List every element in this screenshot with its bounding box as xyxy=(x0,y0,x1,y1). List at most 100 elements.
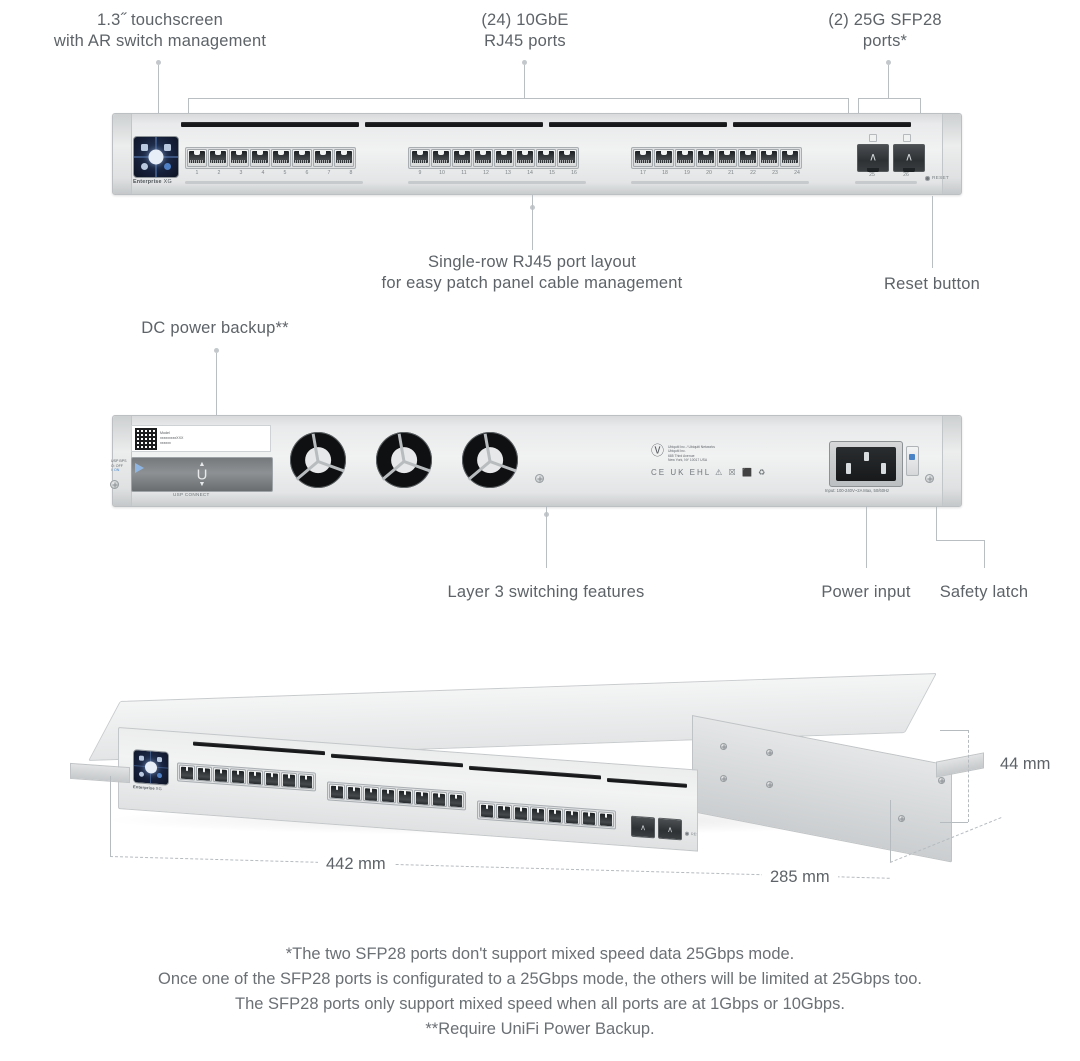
rj45-port[interactable] xyxy=(229,149,249,167)
sfp28-port[interactable]: ∧ xyxy=(857,144,889,172)
rj45-port[interactable] xyxy=(494,149,514,167)
rj45-port[interactable] xyxy=(196,765,212,782)
rj45-port[interactable] xyxy=(759,149,779,167)
rj45-port[interactable] xyxy=(557,149,577,167)
iso-rj45-port-group-1[interactable] xyxy=(177,762,316,792)
leader-bracket-rj45-top xyxy=(188,98,848,99)
rj45-port[interactable] xyxy=(738,149,758,167)
rj45-port[interactable] xyxy=(208,149,228,167)
rj45-port[interactable] xyxy=(397,788,413,805)
screen-icon-stats[interactable] xyxy=(164,144,171,151)
footnote-line: *The two SFP28 ports don't support mixed… xyxy=(285,945,795,963)
callout-layer3-switching: Layer 3 switching features xyxy=(447,583,645,601)
sfp28-led xyxy=(869,134,877,142)
rj45-port[interactable] xyxy=(581,810,597,827)
screen-icon-info[interactable] xyxy=(141,163,148,170)
rj45-port[interactable] xyxy=(247,769,263,786)
rj45-port[interactable] xyxy=(363,785,379,803)
rj45-port[interactable] xyxy=(564,808,580,825)
rj45-port[interactable] xyxy=(473,149,493,167)
rj45-port[interactable] xyxy=(536,149,556,167)
reset-button[interactable]: RESET xyxy=(925,176,949,181)
sfp28-port[interactable]: ∧ xyxy=(658,817,682,841)
rj45-port[interactable] xyxy=(479,802,495,819)
rj45-port[interactable] xyxy=(717,149,737,167)
leader-dot-sfp28 xyxy=(886,60,891,65)
rj45-port[interactable] xyxy=(230,768,246,785)
iso-rj45-port-group-2[interactable] xyxy=(327,781,466,811)
iso-brand-name: Enterprise xyxy=(133,784,155,791)
cooling-fan xyxy=(462,432,518,488)
screen-icon-display[interactable] xyxy=(141,144,148,151)
iso-sfp28-port-group[interactable]: ∧ ∧ xyxy=(631,815,682,841)
rj45-port[interactable] xyxy=(654,149,674,167)
rj45-port[interactable] xyxy=(515,149,535,167)
rj45-port[interactable] xyxy=(431,149,451,167)
rj45-port[interactable] xyxy=(213,766,229,784)
touchscreen-display[interactable] xyxy=(133,136,179,178)
usp-connect-port[interactable]: ▲ U ▼ xyxy=(131,457,273,492)
usp-connect-label: USP CONNECT xyxy=(173,492,210,497)
rj45-port[interactable] xyxy=(380,787,396,804)
iso-rj45-port-group-3[interactable] xyxy=(477,800,616,830)
screen-power-ring[interactable] xyxy=(148,149,164,165)
rj45-pins xyxy=(413,160,427,163)
screen-icon-settings[interactable] xyxy=(164,163,171,170)
rj45-port[interactable] xyxy=(346,784,362,801)
rj45-port[interactable] xyxy=(187,149,207,167)
rj45-port[interactable] xyxy=(410,149,430,167)
rj45-port[interactable] xyxy=(598,811,614,828)
safety-latch[interactable] xyxy=(906,446,919,476)
reset-pinhole-icon[interactable] xyxy=(685,831,689,836)
rj45-port[interactable] xyxy=(334,149,354,167)
rj45-port[interactable] xyxy=(780,149,800,167)
vent-slot xyxy=(733,122,911,127)
rj45-port-group-3[interactable] xyxy=(631,147,802,169)
rack-ear-right-rear xyxy=(942,416,961,506)
iso-screen-icon-info[interactable] xyxy=(139,771,144,777)
rj45-port[interactable] xyxy=(179,764,195,781)
iso-screen-icon-settings[interactable] xyxy=(157,772,162,779)
rj45-port[interactable] xyxy=(271,149,291,167)
leader-dot-rj45 xyxy=(522,60,527,65)
rj45-port[interactable] xyxy=(264,770,280,787)
rj45-port[interactable] xyxy=(530,806,546,823)
rj45-port-group-2[interactable] xyxy=(408,147,579,169)
rj45-port[interactable] xyxy=(547,807,563,824)
rj45-port[interactable] xyxy=(513,805,529,822)
iso-side-screw xyxy=(720,743,727,750)
iso-screen-icon-display[interactable] xyxy=(139,755,144,761)
sfp28-port[interactable]: ∧ xyxy=(631,815,655,839)
iso-touchscreen-display[interactable] xyxy=(133,749,169,786)
rj45-port[interactable] xyxy=(250,149,270,167)
manufacturer-info: Ⓥ Ubiquiti Inc. / Ubiquiti Networks Ubiq… xyxy=(651,444,771,463)
vent-slot xyxy=(549,122,727,127)
iso-screen-icon-stats[interactable] xyxy=(157,756,162,763)
callout-touchscreen: 1.3˝ touchscreen with AR switch manageme… xyxy=(53,11,267,50)
reset-pinhole-icon[interactable] xyxy=(925,176,930,181)
iso-screen-power-ring[interactable] xyxy=(145,760,157,774)
power-input-connector[interactable] xyxy=(829,441,903,487)
rj45-port[interactable] xyxy=(633,149,653,167)
rj45-port[interactable] xyxy=(696,149,716,167)
rj45-port[interactable] xyxy=(452,149,472,167)
rj45-port[interactable] xyxy=(329,783,345,800)
rj45-port[interactable] xyxy=(292,149,312,167)
rj45-port[interactable] xyxy=(496,803,512,820)
rj45-port[interactable] xyxy=(431,790,447,808)
callout-dc-power-backup: DC power backup** xyxy=(141,319,289,337)
iso-reset-button[interactable]: RESET xyxy=(685,831,698,837)
rj45-port[interactable] xyxy=(298,773,314,790)
sfp28-port-group[interactable]: ∧ ∧ xyxy=(857,144,925,172)
callout-sfp28-ports: (2) 25G SFP28 ports* xyxy=(828,11,942,50)
rj45-port[interactable] xyxy=(414,789,430,806)
footnotes: *The two SFP28 ports don't support mixed… xyxy=(0,942,1080,1042)
dim-height-label: 44 mm xyxy=(1000,755,1051,773)
sfp28-port[interactable]: ∧ xyxy=(893,144,925,172)
leader-dot-touchscreen xyxy=(156,60,161,65)
rj45-port[interactable] xyxy=(281,771,297,789)
rj45-port[interactable] xyxy=(313,149,333,167)
rj45-port[interactable] xyxy=(448,792,464,809)
rj45-port[interactable] xyxy=(675,149,695,167)
rj45-port-group-1[interactable] xyxy=(185,147,356,169)
